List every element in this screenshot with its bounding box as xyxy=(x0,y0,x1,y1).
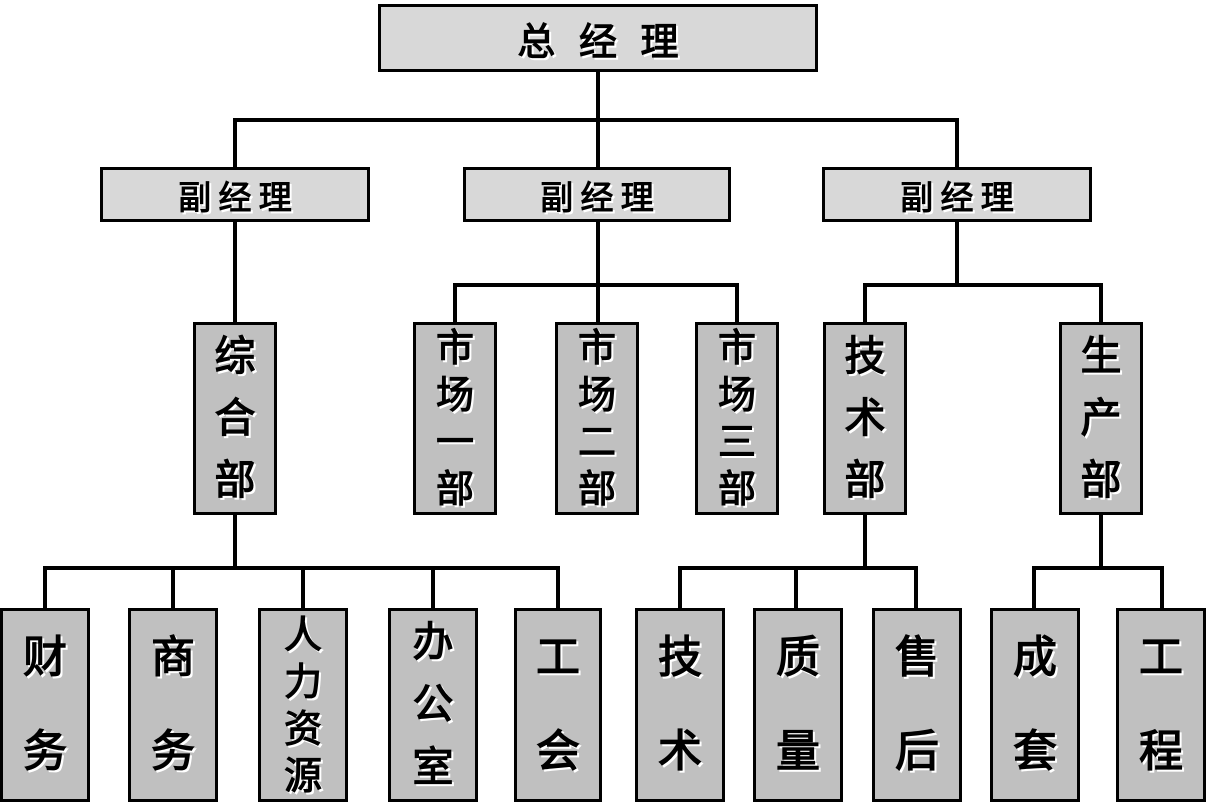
node-sub-human-resources: 人力资源 xyxy=(258,608,348,802)
connector-to-after-sales xyxy=(914,566,918,610)
connector-to-market2 xyxy=(596,283,600,325)
node-dept-technology: 技术部 xyxy=(823,322,907,515)
node-dept-market-1-label: 市场一部 xyxy=(435,326,474,511)
node-sub-after-sales-label: 售后 xyxy=(895,632,939,777)
node-sub-engineering: 工程 xyxy=(1116,608,1206,802)
node-sub-office: 办公室 xyxy=(388,608,478,802)
connector-to-finance xyxy=(43,566,47,610)
node-deputy-manager-2-label: 副经理 xyxy=(540,177,662,217)
node-dept-production: 生产部 xyxy=(1059,322,1143,515)
node-sub-technical-label: 技术 xyxy=(658,632,702,777)
node-deputy-manager-1: 副经理 xyxy=(100,167,370,222)
node-dept-production-label: 生产部 xyxy=(1080,331,1122,505)
node-dept-comprehensive: 综合部 xyxy=(193,322,277,515)
node-dept-market-3-label: 市场三部 xyxy=(717,326,756,511)
connector-deputy1-to-comprehensive xyxy=(233,222,237,325)
connector-tech-prod-bus xyxy=(863,283,1103,287)
node-general-manager: 总经理 xyxy=(378,4,818,72)
node-sub-office-label: 办公室 xyxy=(412,617,454,792)
node-sub-finance-label: 财务 xyxy=(23,632,67,777)
connector-to-market1 xyxy=(453,283,457,325)
connector-to-technical xyxy=(678,566,682,610)
connector-to-human-resources xyxy=(301,566,305,610)
connector-technology-bus xyxy=(678,566,918,570)
node-sub-quality-label: 质量 xyxy=(776,632,820,777)
node-deputy-manager-1-label: 副经理 xyxy=(178,177,300,217)
node-dept-technology-label: 技术部 xyxy=(844,331,886,505)
connector-to-labor-union xyxy=(556,566,560,610)
connector-comprehensive-down xyxy=(233,515,237,570)
node-sub-commerce-label: 商务 xyxy=(151,632,195,777)
node-sub-complete-sets: 成套 xyxy=(990,608,1080,802)
node-sub-engineering-label: 工程 xyxy=(1139,632,1183,777)
node-deputy-manager-2: 副经理 xyxy=(463,167,731,222)
node-sub-finance: 财务 xyxy=(0,608,90,802)
connector-deputies-bus xyxy=(233,118,959,122)
connector-to-office xyxy=(431,566,435,610)
connector-production-bus xyxy=(1032,566,1164,570)
node-dept-market-2-label: 市场二部 xyxy=(577,326,616,511)
connector-to-production-dept xyxy=(1099,283,1103,325)
node-deputy-manager-3: 副经理 xyxy=(822,167,1092,222)
node-sub-labor-union: 工会 xyxy=(514,608,602,802)
connector-technology-down xyxy=(863,515,867,570)
node-dept-market-1: 市场一部 xyxy=(413,322,497,515)
connector-to-market3 xyxy=(735,283,739,325)
connector-to-technology-dept xyxy=(863,283,867,325)
node-sub-human-resources-label: 人力资源 xyxy=(283,612,322,798)
connector-to-quality xyxy=(794,566,798,610)
connector-to-deputy3 xyxy=(955,118,959,170)
connector-to-engineering xyxy=(1160,566,1164,610)
node-sub-quality: 质量 xyxy=(753,608,843,802)
node-sub-labor-union-label: 工会 xyxy=(536,632,580,777)
connector-deputy2-down xyxy=(596,222,600,287)
node-dept-market-3: 市场三部 xyxy=(695,322,779,515)
connector-to-complete-sets xyxy=(1032,566,1036,610)
connector-to-commerce xyxy=(171,566,175,610)
node-sub-complete-sets-label: 成套 xyxy=(1013,632,1057,777)
node-dept-market-2: 市场二部 xyxy=(555,322,639,515)
node-deputy-manager-3-label: 副经理 xyxy=(900,177,1022,217)
node-sub-technical: 技术 xyxy=(635,608,725,802)
node-sub-after-sales: 售后 xyxy=(872,608,962,802)
connector-deputy3-down xyxy=(955,222,959,287)
node-sub-commerce: 商务 xyxy=(128,608,218,802)
node-dept-comprehensive-label: 综合部 xyxy=(214,331,256,505)
node-general-manager-label: 总经理 xyxy=(517,19,703,64)
connector-to-deputy1 xyxy=(233,118,237,170)
connector-production-down xyxy=(1099,515,1103,570)
